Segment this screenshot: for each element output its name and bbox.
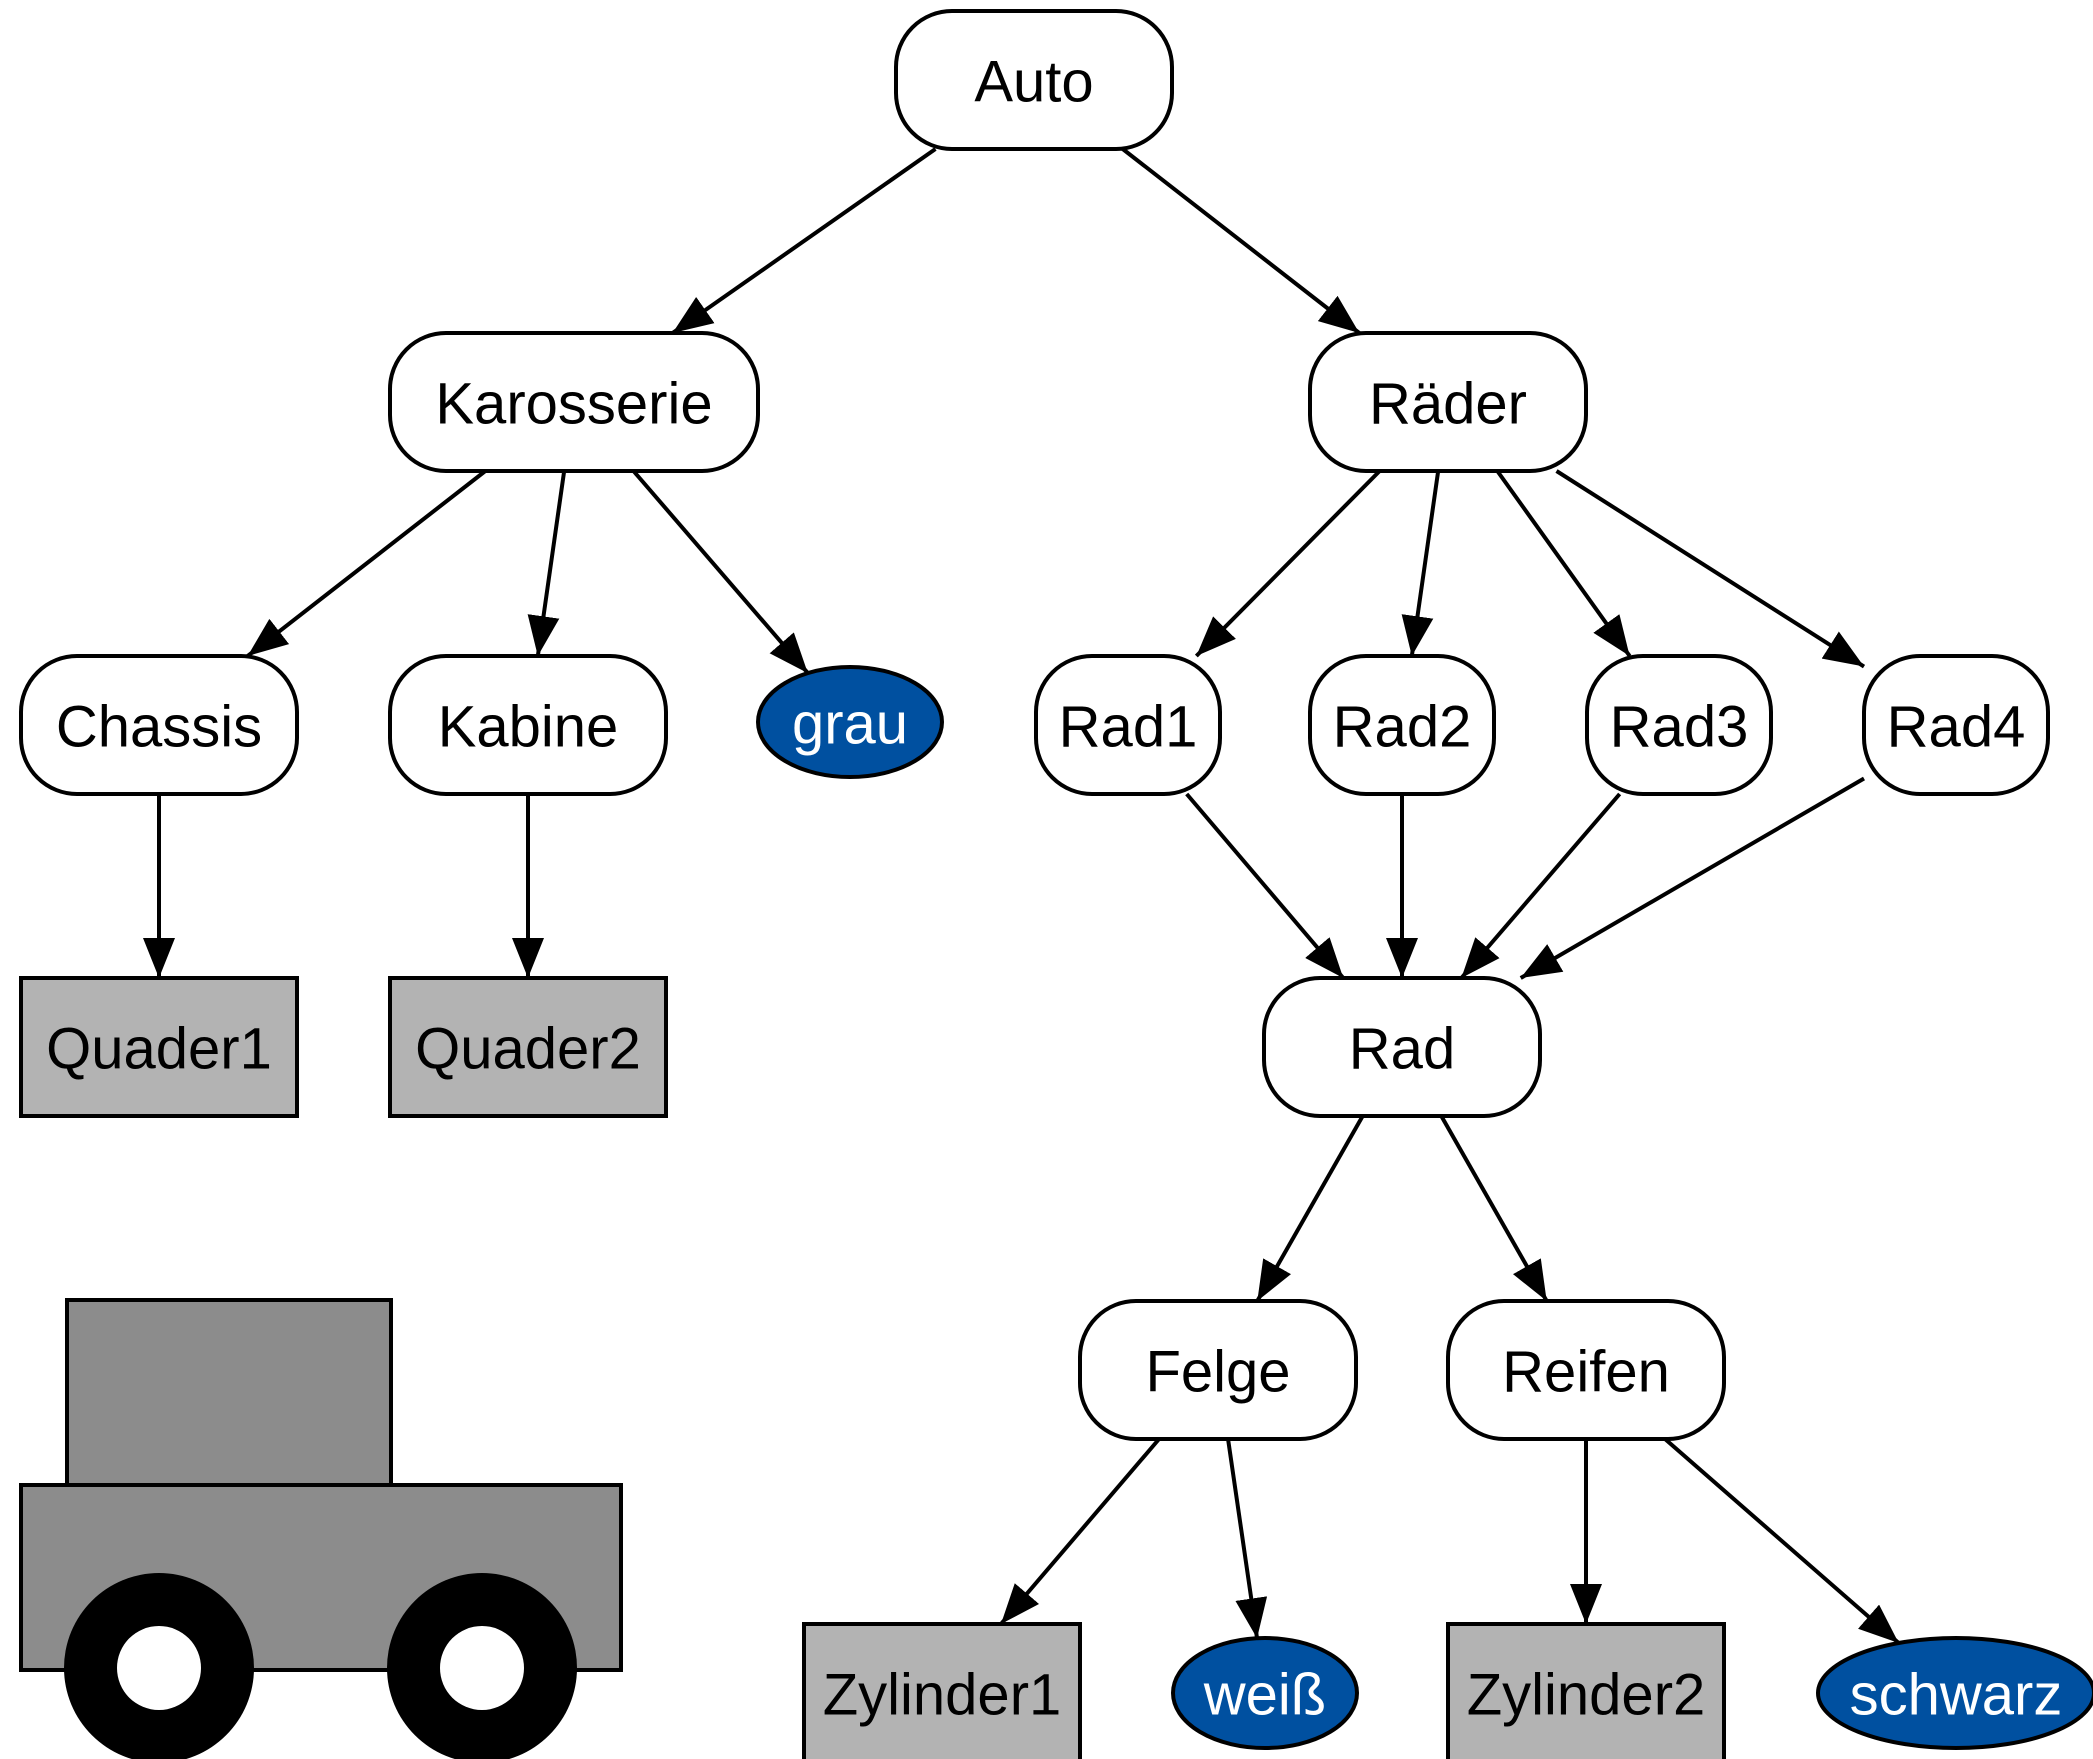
edges-layer	[143, 147, 1901, 1645]
edge-karosserie-to-grau	[631, 469, 810, 675]
edge-rad3-to-rad	[1459, 792, 1622, 980]
node-zylinder2-shape	[1446, 1622, 1726, 1759]
node-zylinder1: Zylinder1	[802, 1622, 1082, 1759]
node-schwarz-label: schwarz	[1850, 1663, 2063, 1728]
car-wheel-right-hub	[440, 1626, 524, 1710]
node-rad3: Rad3	[1585, 654, 1773, 796]
edge-felge-to-weiss	[1226, 1438, 1268, 1639]
node-schwarz-shape	[1816, 1636, 2093, 1750]
edge-karosserie-to-kabine	[527, 470, 567, 657]
edge-rad4-to-rad	[1519, 776, 1866, 980]
edge-auto-to-raeder	[1121, 147, 1361, 335]
node-raeder: Räder	[1308, 331, 1588, 473]
node-grau-shape	[756, 665, 944, 779]
node-rad-label: Rad	[1349, 1017, 1455, 1082]
node-rad1-shape	[1034, 654, 1222, 796]
node-chassis: Chassis	[19, 654, 299, 796]
node-felge-shape	[1078, 1299, 1358, 1441]
node-rad1: Rad1	[1034, 654, 1222, 796]
node-rad1-label: Rad1	[1059, 695, 1198, 760]
node-zylinder1-shape	[802, 1622, 1082, 1759]
node-chassis-label: Chassis	[56, 695, 262, 760]
node-weiss-label: weiß	[1203, 1663, 1326, 1728]
car-illustration	[19, 1298, 623, 1759]
node-chassis-shape	[19, 654, 299, 796]
node-rad: Rad	[1262, 976, 1542, 1118]
node-rad2-label: Rad2	[1333, 695, 1472, 760]
node-zylinder1-label: Zylinder1	[823, 1663, 1062, 1728]
node-grau: grau	[756, 665, 944, 779]
edge-reifen-to-schwarz	[1663, 1437, 1901, 1645]
edge-felge-to-zylinder1	[999, 1437, 1161, 1626]
node-karosserie: Karosserie	[388, 331, 760, 473]
node-schwarz: schwarz	[1816, 1636, 2093, 1750]
car-cabin	[65, 1298, 393, 1487]
node-quader1: Quader1	[19, 976, 299, 1118]
node-karosserie-label: Karosserie	[435, 372, 712, 437]
node-reifen-shape	[1446, 1299, 1726, 1441]
node-felge: Felge	[1078, 1299, 1358, 1441]
edge-rad-to-felge	[1255, 1115, 1365, 1302]
node-rad4-label: Rad4	[1887, 695, 2026, 760]
node-rad4: Rad4	[1862, 654, 2050, 796]
edge-rad-to-reifen	[1439, 1115, 1549, 1302]
node-rad4-shape	[1862, 654, 2050, 796]
node-zylinder2-label: Zylinder2	[1467, 1663, 1706, 1728]
node-rad3-label: Rad3	[1610, 695, 1749, 760]
node-quader2-shape	[388, 976, 668, 1118]
node-raeder-shape	[1308, 331, 1588, 473]
node-raeder-label: Räder	[1369, 372, 1527, 437]
edge-karosserie-to-chassis	[246, 469, 487, 658]
node-kabine-shape	[388, 654, 668, 796]
edge-raeder-to-rad2	[1401, 470, 1441, 657]
node-weiss: weiß	[1171, 1636, 1359, 1750]
node-grau-label: grau	[792, 692, 908, 757]
node-weiss-shape	[1171, 1636, 1359, 1750]
node-quader1-label: Quader1	[46, 1017, 272, 1082]
node-rad3-shape	[1585, 654, 1773, 796]
node-quader1-shape	[19, 976, 299, 1118]
node-quader2: Quader2	[388, 976, 668, 1118]
edge-auto-to-karosserie	[671, 147, 937, 335]
node-zylinder2: Zylinder2	[1446, 1622, 1726, 1759]
node-auto-shape	[894, 9, 1174, 151]
node-reifen-label: Reifen	[1502, 1340, 1670, 1405]
node-auto-label: Auto	[974, 50, 1093, 115]
node-rad2: Rad2	[1308, 654, 1496, 796]
node-reifen: Reifen	[1446, 1299, 1726, 1441]
edge-rad1-to-rad	[1185, 792, 1345, 980]
edge-raeder-to-rad4	[1555, 469, 1866, 669]
node-kabine-label: Kabine	[438, 695, 619, 760]
edge-raeder-to-rad1	[1194, 469, 1382, 658]
edge-raeder-to-rad3	[1495, 469, 1632, 658]
node-rad-shape	[1262, 976, 1542, 1118]
node-rad2-shape	[1308, 654, 1496, 796]
node-karosserie-shape	[388, 331, 760, 473]
node-auto: Auto	[894, 9, 1174, 151]
car-wheel-left-hub	[117, 1626, 201, 1710]
node-quader2-label: Quader2	[415, 1017, 641, 1082]
node-felge-label: Felge	[1145, 1340, 1290, 1405]
node-kabine: Kabine	[388, 654, 668, 796]
